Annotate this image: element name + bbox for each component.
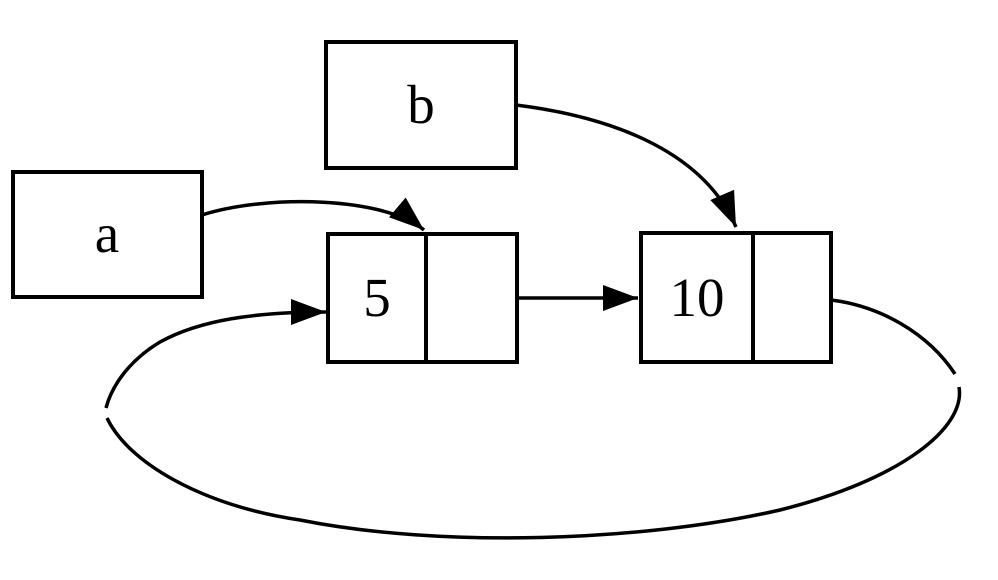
list-node-10: 10: [639, 231, 833, 364]
pointer-b-label: b: [407, 74, 435, 135]
list-node-10-value: 10: [670, 267, 725, 328]
edge-node10-to-node5-segment-1: [830, 298, 957, 375]
edge-node10-to-node5-segment-2: [105, 386, 962, 540]
list-node-5-value: 5: [363, 267, 391, 328]
list-node-10-box: [639, 231, 833, 364]
edge-node10-to-node5-segment-3: [104, 299, 327, 409]
pointer-a-box: [11, 170, 204, 299]
edge-b-to-node10: [515, 103, 738, 228]
pointer-b: b: [324, 40, 518, 170]
list-node-5-box: [326, 232, 519, 364]
pointer-a-label: a: [95, 203, 119, 264]
pointer-a: a: [11, 170, 204, 299]
list-node-5: 5: [326, 232, 519, 364]
pointer-b-box: [324, 40, 518, 170]
edge-a-to-node5: [201, 197, 426, 232]
